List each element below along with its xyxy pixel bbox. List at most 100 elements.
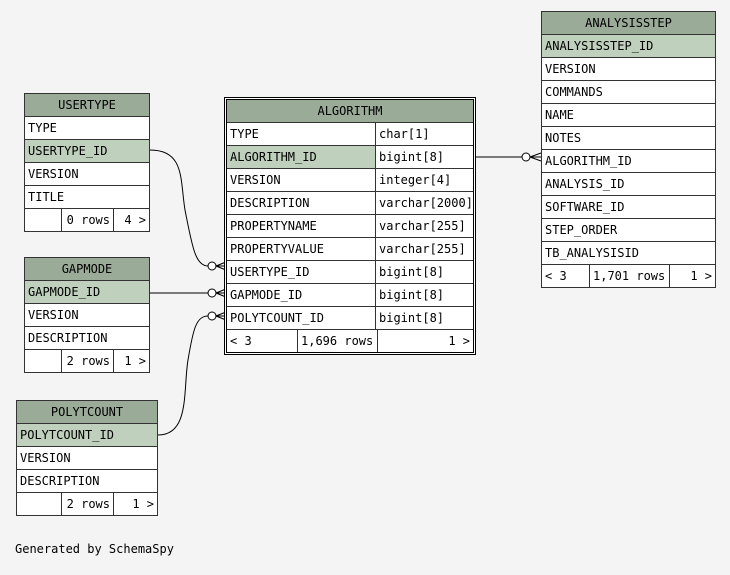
table-row: COMMANDS [542, 81, 715, 104]
column-name: ALGORITHM_ID [227, 146, 375, 168]
children-count[interactable]: 4 > [113, 209, 149, 231]
column-name: POLYTCOUNT_ID [230, 311, 324, 325]
column-name: SOFTWARE_ID [545, 200, 625, 214]
table-footer: < 3 1,696 rows 1 > [227, 330, 473, 352]
table-footer: 2 rows 1 > [17, 493, 157, 515]
table-title[interactable]: GAPMODE [25, 258, 149, 281]
children-count[interactable]: 1 > [377, 330, 473, 352]
column-type: bigint[8] [375, 307, 473, 329]
table-row: DESCRIPTION [25, 327, 149, 350]
column-name: ALGORITHM_ID [545, 154, 632, 168]
edge-usertype-algorithm [149, 149, 209, 267]
parents-count[interactable] [25, 209, 61, 231]
table-row: TITLE [25, 186, 149, 209]
column-type: char[1] [375, 123, 473, 145]
table-row: VERSION [25, 304, 149, 327]
column-type: bigint[8] [375, 284, 473, 306]
column-name: TYPE [230, 127, 259, 141]
column-type: varchar[255] [375, 238, 473, 260]
children-count[interactable]: 1 > [113, 493, 157, 515]
table-gapmode[interactable]: GAPMODE GAPMODE_ID VERSION DESCRIPTION 2… [24, 257, 150, 373]
column-name: VERSION [28, 308, 79, 322]
column-name: POLYTCOUNT_ID [20, 428, 114, 442]
edge-polytcount-crowfoot-circle [207, 311, 217, 321]
column-type: bigint[8] [375, 146, 473, 168]
column-name: NAME [545, 108, 574, 122]
table-row: VERSION [542, 58, 715, 81]
column-name: TITLE [28, 190, 65, 204]
row-count: 1,701 rows [589, 265, 669, 287]
table-polytcount[interactable]: POLYTCOUNT POLYTCOUNT_ID VERSION DESCRIP… [16, 400, 158, 516]
children-count[interactable]: 1 > [113, 350, 149, 372]
table-title[interactable]: ALGORITHM [227, 100, 473, 123]
table-row: PROPERTYNAME varchar[255] [227, 215, 473, 238]
column-name: USERTYPE_ID [28, 144, 108, 158]
column-name: VERSION [20, 451, 71, 465]
column-name: DESCRIPTION [28, 331, 108, 345]
table-row: NAME [542, 104, 715, 127]
table-title[interactable]: POLYTCOUNT [17, 401, 157, 424]
column-type: integer[4] [375, 169, 473, 191]
edge-gapmode-crowfoot-circle [207, 288, 217, 298]
table-row-primary-key: GAPMODE_ID [25, 281, 149, 304]
row-count: 1,696 rows [297, 330, 377, 352]
table-row: VERSION [17, 447, 157, 470]
row-count: 2 rows [61, 493, 113, 515]
parents-count[interactable] [25, 350, 61, 372]
table-row: NOTES [542, 127, 715, 150]
column-name: PROPERTYVALUE [230, 242, 324, 256]
table-row-primary-key: USERTYPE_ID [25, 140, 149, 163]
table-analysisstep[interactable]: ANALYSISSTEP ANALYSISSTEP_ID VERSION COM… [541, 11, 716, 288]
column-type: varchar[255] [375, 215, 473, 237]
column-name: VERSION [28, 167, 79, 181]
table-footer: 2 rows 1 > [25, 350, 149, 372]
row-count: 0 rows [61, 209, 113, 231]
column-name: VERSION [545, 62, 596, 76]
table-footer: < 3 1,701 rows 1 > [542, 265, 715, 287]
column-name: DESCRIPTION [20, 474, 100, 488]
table-row: TB_ANALYSISID [542, 242, 715, 265]
column-name: ANALYSIS_ID [545, 177, 625, 191]
table-row: DESCRIPTION [17, 470, 157, 493]
table-row: POLYTCOUNT_ID bigint[8] [227, 307, 473, 330]
column-name: VERSION [230, 173, 281, 187]
table-title[interactable]: ANALYSISSTEP [542, 12, 715, 35]
column-name: GAPMODE_ID [230, 288, 303, 302]
column-name: STEP_ORDER [545, 223, 618, 237]
table-row: VERSION integer[4] [227, 169, 473, 192]
children-count[interactable]: 1 > [669, 265, 715, 287]
column-name: PROPERTYNAME [230, 219, 317, 233]
table-row: TYPE [25, 117, 149, 140]
column-name: TYPE [28, 121, 57, 135]
edge-analysisstep-crowfoot-circle [521, 152, 531, 162]
column-name: NOTES [545, 131, 582, 145]
table-row: ANALYSIS_ID [542, 173, 715, 196]
table-usertype[interactable]: USERTYPE TYPE USERTYPE_ID VERSION TITLE … [24, 93, 150, 232]
column-name: GAPMODE_ID [28, 285, 101, 299]
edge-polytcount-algorithm [157, 315, 209, 436]
column-name: USERTYPE_ID [230, 265, 310, 279]
column-name: TB_ANALYSISID [545, 246, 639, 260]
table-row: PROPERTYVALUE varchar[255] [227, 238, 473, 261]
parents-count[interactable] [17, 493, 61, 515]
table-row-primary-key: ANALYSISSTEP_ID [542, 35, 715, 58]
table-row: TYPE char[1] [227, 123, 473, 146]
table-row: SOFTWARE_ID [542, 196, 715, 219]
parents-count[interactable]: < 3 [545, 269, 567, 283]
column-name: COMMANDS [545, 85, 603, 99]
parents-count[interactable]: < 3 [230, 334, 252, 348]
table-title[interactable]: USERTYPE [25, 94, 149, 117]
table-row: GAPMODE_ID bigint[8] [227, 284, 473, 307]
column-name: ANALYSISSTEP_ID [545, 39, 654, 53]
row-count: 2 rows [61, 350, 113, 372]
table-footer: 0 rows 4 > [25, 209, 149, 231]
table-row: VERSION [25, 163, 149, 186]
table-row: ALGORITHM_ID [542, 150, 715, 173]
edge-usertype-crowfoot-circle [207, 261, 217, 271]
generator-credit: Generated by SchemaSpy [15, 542, 174, 556]
